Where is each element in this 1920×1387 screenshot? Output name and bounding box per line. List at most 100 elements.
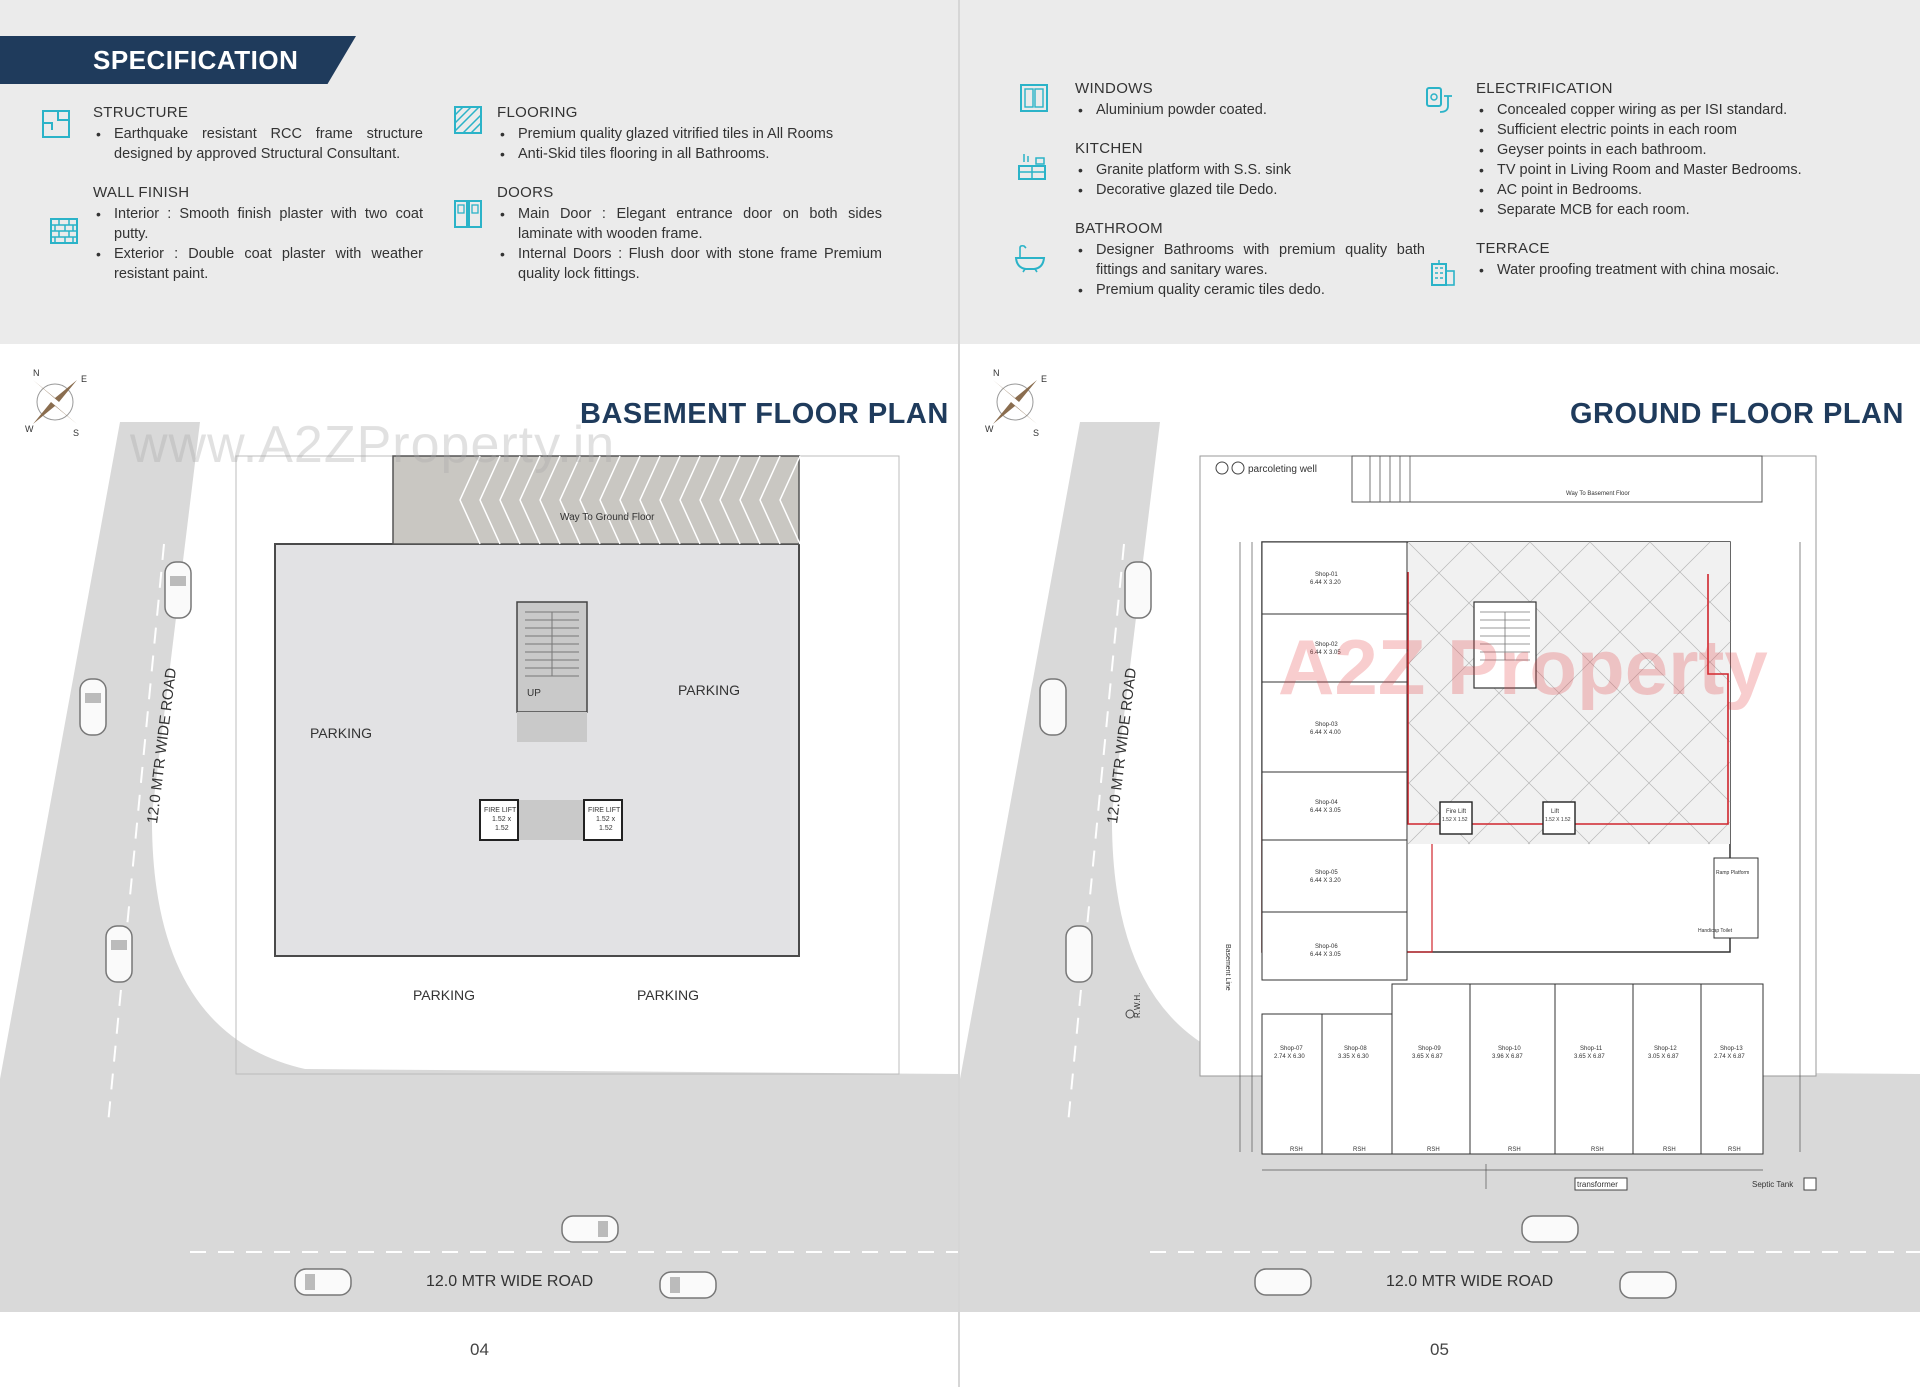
- fire-lift-2: [583, 799, 623, 841]
- spec-bullet: Premium quality glazed vitrified tiles i…: [497, 124, 882, 144]
- svg-text:Shop-05: Shop-05: [1315, 870, 1338, 876]
- svg-text:Fire Lift: Fire Lift: [1446, 809, 1466, 815]
- svg-text:N: N: [33, 368, 40, 378]
- ramp-platform: [1713, 857, 1759, 939]
- svg-text:Shop-08: Shop-08: [1344, 1046, 1367, 1052]
- kitchen-icon: [1018, 154, 1046, 180]
- spec-bullet: Aluminium powder coated.: [1075, 100, 1425, 120]
- svg-text:FIRE LIFT: FIRE LIFT: [588, 807, 621, 814]
- spec-bullet: AC point in Bedrooms.: [1476, 180, 1856, 200]
- spec-bullet: Separate MCB for each room.: [1476, 200, 1856, 220]
- svg-text:Shop-09: Shop-09: [1418, 1046, 1441, 1052]
- svg-text:1.52 X 1.52: 1.52 X 1.52: [1442, 817, 1468, 823]
- shop-unit: [1261, 839, 1408, 913]
- spec-bullet: Designer Bathrooms with premium quality …: [1075, 240, 1425, 280]
- shop-unit: [1261, 911, 1408, 981]
- spec-bullet: Internal Doors : Flush door with stone f…: [497, 244, 882, 284]
- svg-text:Shop-06: Shop-06: [1315, 944, 1338, 950]
- spec-bullet: Concealed copper wiring as per ISI stand…: [1476, 100, 1856, 120]
- brick-wall-icon: [50, 218, 78, 244]
- shop-unit: [1261, 771, 1408, 841]
- svg-text:E: E: [81, 374, 87, 384]
- specification-banner: SPECIFICATION: [0, 36, 356, 84]
- svg-text:1.52: 1.52: [495, 825, 509, 832]
- percolating-well-label: parcoleting well: [1248, 464, 1317, 475]
- spec-bullet: Exterior : Double coat plaster with weat…: [93, 244, 423, 284]
- car-icon: [1254, 1268, 1312, 1296]
- transformer-label: transformer: [1577, 1180, 1618, 1189]
- car-icon: [164, 561, 192, 619]
- svg-text:6.44 X 3.05: 6.44 X 3.05: [1310, 808, 1341, 814]
- spec-bullet: Anti-Skid tiles flooring in all Bathroom…: [497, 144, 882, 164]
- spec-bullet: Main Door : Elegant entrance door on bot…: [497, 204, 882, 244]
- spec-electrification: ELECTRIFICATION Concealed copper wiring …: [1476, 80, 1856, 220]
- spec-bullet: Premium quality ceramic tiles dedo.: [1075, 280, 1425, 300]
- spec-wall-finish: WALL FINISH Interior : Smooth finish pla…: [93, 184, 423, 284]
- road-lane-marking: [1067, 543, 1125, 1125]
- svg-text:Shop-03: Shop-03: [1315, 722, 1338, 728]
- spec-bullet: Earthquake resistant RCC frame structure…: [93, 124, 423, 164]
- svg-text:Shop-01: Shop-01: [1315, 572, 1338, 578]
- road-area: [0, 422, 959, 1312]
- page-number: 04: [470, 1340, 489, 1359]
- svg-text:1.52 x: 1.52 x: [596, 816, 616, 823]
- svg-text:2.74 X 6.87: 2.74 X 6.87: [1714, 1054, 1745, 1060]
- compass-rose-icon: N E S W: [25, 368, 87, 438]
- car-icon: [1039, 678, 1067, 736]
- road-lane-marking: [107, 543, 165, 1125]
- parking-label: PARKING: [678, 682, 740, 698]
- svg-text:1.52 X 1.52: 1.52 X 1.52: [1545, 817, 1571, 823]
- ramp-label: Way To Basement Floor: [1566, 491, 1630, 497]
- parking-label: PARKING: [637, 987, 699, 1003]
- bottom-road-label: 12.0 MTR WIDE ROAD: [1386, 1273, 1553, 1290]
- spec-title: WALL FINISH: [93, 184, 190, 201]
- transformer: [1574, 1177, 1628, 1191]
- svg-text:3.96 X 6.87: 3.96 X 6.87: [1492, 1054, 1523, 1060]
- svg-text:Shop-10: Shop-10: [1498, 1046, 1521, 1052]
- car-icon: [1619, 1271, 1677, 1299]
- svg-text:RSH: RSH: [1663, 1147, 1676, 1153]
- spec-bathroom: BATHROOM Designer Bathrooms with premium…: [1075, 220, 1425, 300]
- svg-text:6.44 X 3.20: 6.44 X 3.20: [1310, 580, 1341, 586]
- shop-unit: [1261, 681, 1408, 773]
- ramp-label: Way To Ground Floor: [560, 512, 655, 523]
- spec-title: BATHROOM: [1075, 220, 1163, 237]
- parking-label: PARKING: [413, 987, 475, 1003]
- basement-plan-title: BASEMENT FLOOR PLAN: [580, 398, 949, 430]
- car-icon: [105, 925, 133, 983]
- shop-unit: [1632, 983, 1702, 1155]
- svg-text:6.44 X 3.05: 6.44 X 3.05: [1310, 952, 1341, 958]
- building-icon: [1431, 260, 1455, 286]
- septic-tank: [1803, 1177, 1817, 1191]
- septic-tank-label: Septic Tank: [1752, 1180, 1794, 1189]
- svg-text:Shop-11: Shop-11: [1580, 1046, 1603, 1052]
- svg-text:6.44 X 3.05: 6.44 X 3.05: [1310, 650, 1341, 656]
- spec-windows: WINDOWS Aluminium powder coated.: [1075, 80, 1425, 120]
- page-04: SPECIFICATION STRUCTURE Earthquake resis…: [0, 0, 959, 1387]
- spec-title: STRUCTURE: [93, 104, 189, 121]
- shop-unit: [1261, 541, 1408, 615]
- basement-line-label: Basement Line: [1224, 944, 1231, 991]
- parking-label: PARKING: [310, 725, 372, 741]
- spec-bullet: Decorative glazed tile Dedo.: [1075, 180, 1425, 200]
- lift: [1542, 801, 1576, 835]
- svg-text:RSH: RSH: [1427, 1147, 1440, 1153]
- spec-flooring: FLOORING Premium quality glazed vitrifie…: [497, 104, 882, 164]
- shop-unit: [1261, 613, 1408, 683]
- spec-bullet: Water proofing treatment with china mosa…: [1476, 260, 1856, 280]
- spec-title: DOORS: [497, 184, 554, 201]
- svg-text:RSH: RSH: [1591, 1147, 1604, 1153]
- svg-text:3.05 X 6.87: 3.05 X 6.87: [1648, 1054, 1679, 1060]
- shop-unit: [1321, 1013, 1393, 1155]
- shop-unit: [1261, 1013, 1323, 1155]
- spec-title: TERRACE: [1476, 240, 1550, 257]
- spec-doors: DOORS Main Door : Elegant entrance door …: [497, 184, 882, 284]
- stair-up-label: UP: [527, 688, 541, 699]
- floorplan-icon: [42, 110, 70, 138]
- spec-bullet: Granite platform with S.S. sink: [1075, 160, 1425, 180]
- car-icon: [561, 1215, 619, 1243]
- car-icon: [659, 1271, 717, 1299]
- svg-text:Shop-07: Shop-07: [1280, 1046, 1303, 1052]
- svg-text:FIRE LIFT: FIRE LIFT: [484, 807, 517, 814]
- bathtub-icon: [1014, 244, 1046, 273]
